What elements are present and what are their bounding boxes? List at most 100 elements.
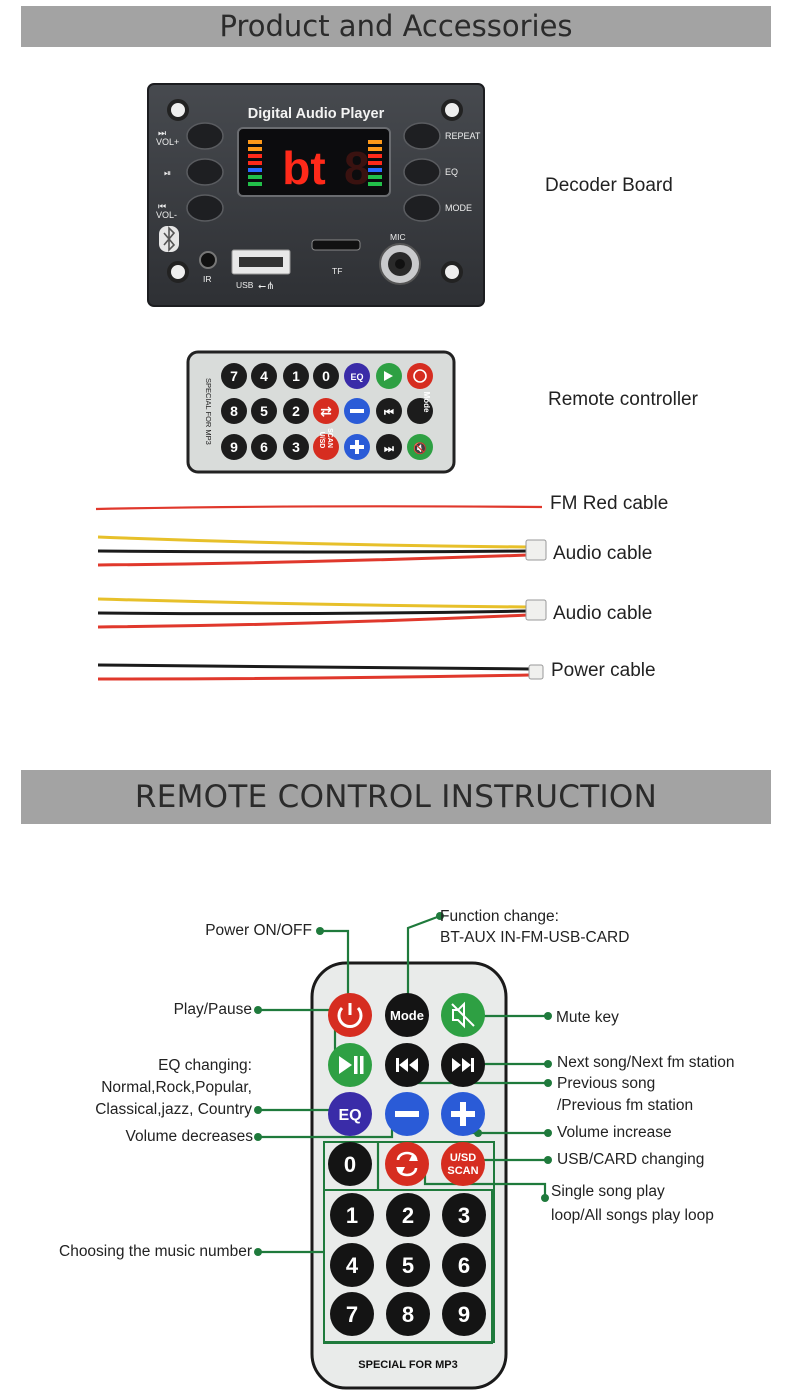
callout-eq-1: EQ changing: xyxy=(158,1057,252,1074)
callout-usb-card: USB/CARD changing xyxy=(557,1151,705,1168)
level-meter-left xyxy=(248,140,262,186)
callout-music-number: Choosing the music number xyxy=(59,1243,252,1260)
key-2: 2 xyxy=(402,1203,414,1228)
big-remote-footer: SPECIAL FOR MP3 xyxy=(358,1359,457,1371)
svg-text:⏭: ⏭ xyxy=(384,443,394,455)
small-key-5: 5 xyxy=(260,403,268,419)
small-key-6: 6 xyxy=(260,439,268,455)
callout-prev-2: /Previous fm station xyxy=(557,1097,694,1114)
key-0: 0 xyxy=(328,1142,372,1186)
small-prev-icon xyxy=(376,398,402,424)
small-power-icon xyxy=(407,363,433,389)
board-label-mic: MIC xyxy=(390,232,406,242)
small-remote-side-text: SPECIAL FOR MP3 xyxy=(204,378,213,445)
volume-up-button xyxy=(441,1092,485,1136)
board-title: Digital Audio Player xyxy=(248,106,385,122)
callout-prev-1: Previous song xyxy=(557,1075,656,1092)
prev-icon xyxy=(396,1058,418,1072)
plus-icon xyxy=(451,1102,475,1126)
eq-label: EQ xyxy=(338,1107,361,1124)
mode-button: Mode xyxy=(385,993,429,1037)
callout-vol-down: Volume decreases xyxy=(125,1128,253,1145)
next-button xyxy=(441,1043,485,1087)
key-4: 4 xyxy=(346,1253,359,1278)
svg-text:🔇: 🔇 xyxy=(413,442,427,455)
small-key-1: 1 xyxy=(292,368,300,384)
volume-down-button xyxy=(385,1092,429,1136)
label-decoder-board: Decoder Board xyxy=(545,175,673,196)
callout-mute: Mute key xyxy=(556,1009,619,1026)
small-key-scan: SCAN xyxy=(326,428,333,448)
small-key-mode: Mode xyxy=(422,392,431,413)
callout-loop-2: loop/All songs play loop xyxy=(551,1207,714,1224)
small-next-icon xyxy=(376,434,402,460)
eq-button: EQ xyxy=(328,1092,372,1136)
display-text: bt xyxy=(282,142,325,194)
remote-diagram: Mode EQ xyxy=(254,912,552,1390)
small-remote: SPECIAL FOR MP3 7 4 1 0 EQ 8 5 2 ⇄ ⏮ Mod… xyxy=(186,350,456,474)
mounting-holes xyxy=(167,99,463,283)
board-left-buttons xyxy=(186,122,224,222)
audio-cable-2 xyxy=(97,597,529,629)
board-display xyxy=(237,127,391,197)
small-key-eq: EQ xyxy=(350,372,363,382)
callout-power: Power ON/OFF xyxy=(205,922,312,939)
play-pause-icon xyxy=(339,1056,364,1074)
label-remote-controller: Remote controller xyxy=(548,389,698,410)
usd-label: U/SD xyxy=(450,1152,476,1164)
small-key-2: 2 xyxy=(292,403,300,419)
small-key-7: 7 xyxy=(230,368,238,384)
section-title-remote-instruction: REMOTE CONTROL INSTRUCTION xyxy=(21,770,771,824)
key-5: 5 xyxy=(402,1253,414,1278)
label-fm-cable: FM Red cable xyxy=(550,493,669,514)
svg-text:⏮: ⏮ xyxy=(384,407,394,419)
callout-vol-up: Volume increase xyxy=(557,1124,672,1141)
usb-icon: ⭠⋔ xyxy=(258,281,274,292)
label-audio-cable-2: Audio cable xyxy=(553,603,653,624)
svg-text:8: 8 xyxy=(344,142,370,194)
callout-next: Next song/Next fm station xyxy=(557,1054,735,1071)
callout-function-2: BT-AUX IN-FM-USB-CARD xyxy=(440,929,630,946)
power-button xyxy=(328,993,372,1037)
bluetooth-icon xyxy=(159,226,179,252)
board-label-vol-up: ⏭ xyxy=(158,128,166,138)
section-title-products: Product and Accessories xyxy=(21,6,771,47)
play-pause-button xyxy=(328,1043,372,1087)
board-label-tf: TF xyxy=(332,266,342,276)
svg-text:⏮: ⏮ xyxy=(158,201,166,211)
label-power-cable: Power cable xyxy=(551,660,656,681)
callout-eq-3: Classical,jazz, Country xyxy=(95,1101,252,1118)
svg-text:⇄: ⇄ xyxy=(320,403,332,419)
svg-text:⏯: ⏯ xyxy=(164,168,171,178)
scan-label: SCAN xyxy=(447,1165,478,1177)
small-key-4: 4 xyxy=(260,368,268,384)
board-right-buttons xyxy=(403,122,441,222)
callout-loop-1: Single song play xyxy=(551,1183,665,1200)
small-key-8: 8 xyxy=(230,403,238,419)
power-cable xyxy=(97,663,531,681)
power-icon xyxy=(337,1006,363,1028)
board-label-usb: USB xyxy=(236,280,254,290)
mute-icon xyxy=(451,1001,475,1029)
small-key-3: 3 xyxy=(292,439,300,455)
mode-label: Mode xyxy=(390,1008,424,1023)
small-key-9: 9 xyxy=(230,439,238,455)
callout-function-1: Function change: xyxy=(440,908,559,925)
mute-button xyxy=(441,993,485,1037)
audio-cable-1 xyxy=(97,535,529,567)
board-label-vol-plus: VOL+ xyxy=(156,137,179,147)
callout-play-pause: Play/Pause xyxy=(173,1001,252,1018)
decoder-board: Digital Audio Player bt 8 ⏭ VOL+ ⏯ ⏮ VOL… xyxy=(147,83,485,307)
small-mute-icon xyxy=(407,434,433,460)
board-label-ir: IR xyxy=(203,274,212,284)
callout-eq-2: Normal,Rock,Popular, xyxy=(101,1079,252,1096)
next-icon xyxy=(452,1058,474,1072)
small-key-0: 0 xyxy=(322,368,330,384)
key-0-label: 0 xyxy=(344,1152,356,1177)
fm-red-cable xyxy=(95,505,543,511)
repeat-button xyxy=(385,1142,429,1186)
key-7: 7 xyxy=(346,1302,358,1327)
usd-scan-button: U/SD SCAN xyxy=(441,1142,485,1186)
key-3: 3 xyxy=(458,1203,470,1228)
small-repeat-icon xyxy=(313,398,339,424)
